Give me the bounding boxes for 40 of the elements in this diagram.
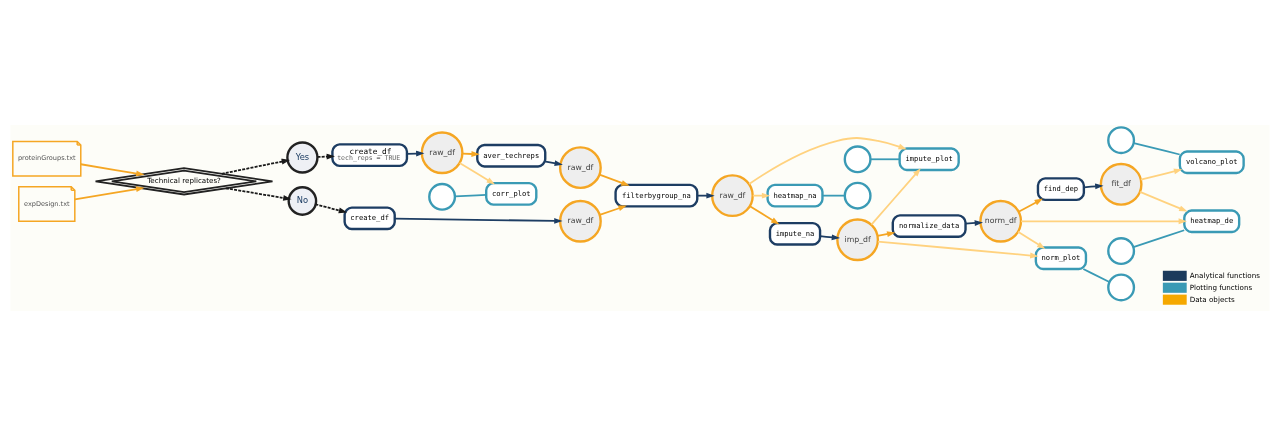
arrow	[819, 234, 841, 241]
arrow	[225, 187, 292, 201]
connector	[1132, 229, 1186, 249]
arrow	[877, 240, 1039, 259]
node-circle: No	[287, 186, 318, 216]
node-circle: Yes	[286, 141, 319, 174]
arrow	[461, 151, 480, 157]
node-circle	[1107, 126, 1136, 155]
node-circle	[428, 182, 457, 211]
arrow	[749, 205, 780, 225]
connector	[821, 194, 846, 197]
arrow	[544, 160, 563, 167]
arrow	[1017, 198, 1043, 213]
arrow	[74, 186, 145, 201]
arrow	[748, 137, 907, 185]
arrow	[1083, 183, 1104, 190]
arrow	[220, 158, 290, 175]
arrow	[1017, 230, 1046, 249]
connector	[454, 194, 487, 198]
arrow	[406, 150, 425, 157]
node-circle	[1107, 237, 1136, 266]
arrow	[1140, 168, 1183, 181]
arrow	[870, 168, 921, 226]
connector	[1082, 268, 1111, 283]
arrow	[458, 162, 496, 185]
arrow	[1020, 218, 1187, 225]
node-circle	[1107, 273, 1136, 302]
arrow	[598, 173, 630, 186]
arrow	[316, 153, 335, 160]
arrow	[79, 163, 145, 177]
arrow	[598, 205, 627, 216]
node-circle	[843, 181, 872, 210]
arrow	[1139, 191, 1188, 212]
connector	[1132, 142, 1181, 156]
arrow	[751, 192, 771, 199]
arrow	[696, 192, 715, 199]
connector	[869, 158, 901, 161]
node-circle	[843, 145, 872, 174]
arrow	[314, 203, 348, 214]
arrow	[393, 217, 563, 224]
